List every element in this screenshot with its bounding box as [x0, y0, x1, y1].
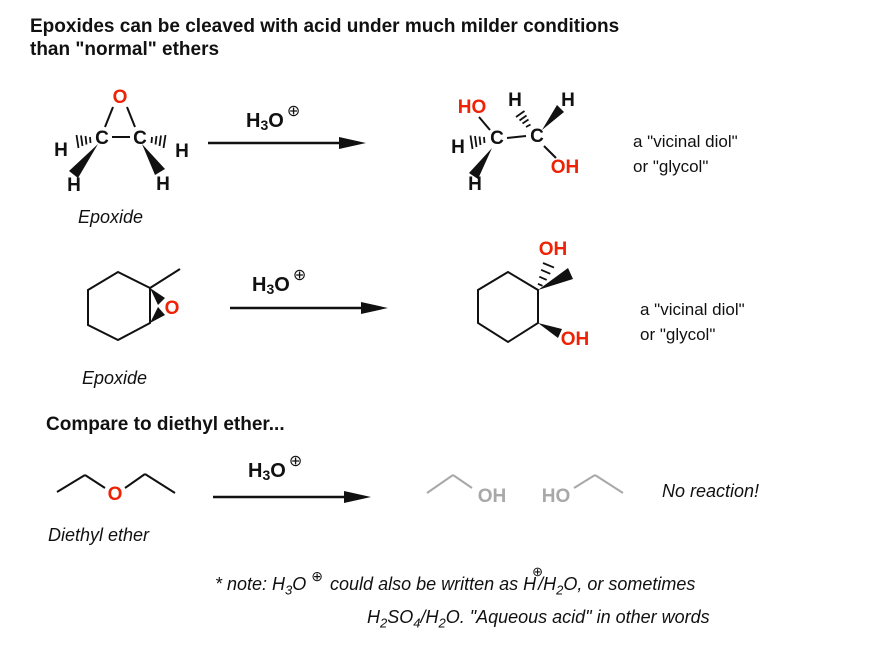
epoxide-2-structure: O	[87, 268, 181, 342]
note-sub-2: 2	[380, 615, 388, 631]
stacked-charge-wrap: ⊕	[532, 564, 543, 599]
note-end-2: O. "Aqueous acid" in other words	[445, 606, 710, 627]
product-caption-2: a "vicinal diol" or "glycol"	[640, 297, 745, 347]
atom-h: H	[451, 137, 465, 158]
note-sub-2: 2	[438, 615, 446, 631]
h3o-o: O	[270, 460, 286, 482]
h3o-h: H	[252, 274, 267, 296]
page-title: Epoxides can be cleaved with acid under …	[30, 15, 619, 61]
atom-h: H	[561, 90, 575, 111]
note-sub-3: 3	[285, 582, 293, 598]
diethyl-ether-structure: O	[56, 473, 176, 505]
atom-c: C	[490, 128, 504, 149]
compare-heading: Compare to diethyl ether...	[46, 414, 285, 435]
h3o-o: O	[268, 110, 284, 132]
h3o-subscript: 3	[266, 281, 275, 297]
h3o-subscript: 3	[262, 467, 271, 483]
note-so: SO	[387, 606, 414, 627]
ether-bonds	[56, 473, 176, 494]
reaction-arrow-1	[208, 137, 366, 149]
epoxide-2-bonds	[87, 268, 181, 342]
atom-ho: HO	[542, 486, 571, 507]
title-line-2: than "normal" ethers	[30, 39, 220, 60]
ethanol-a-bonds	[426, 474, 473, 494]
atom-h: H	[468, 174, 482, 195]
caption-line-1: a "vicinal diol"	[633, 132, 738, 151]
note-sub-4: 4	[413, 615, 421, 631]
product-caption-1: a "vicinal diol" or "glycol"	[633, 129, 738, 179]
note-o: O	[292, 574, 307, 594]
atom-c: C	[530, 126, 544, 147]
note-prefix: * note: H	[215, 574, 286, 594]
plus-charge-icon: ⊕	[288, 453, 303, 470]
plus-charge-icon: ⊕	[286, 103, 301, 120]
epoxide-2-label: Epoxide	[82, 368, 148, 388]
reagent-h3o-1: H3O⊕	[246, 103, 300, 135]
footnote-line-1: * note: H3O⊕could also be written as H⊕/…	[215, 564, 710, 604]
atom-oh: OH	[551, 157, 580, 178]
plus-charge-icon: ⊕	[292, 267, 307, 284]
reagent-h3o-2: H3O⊕	[252, 267, 306, 299]
atom-o: O	[165, 298, 180, 319]
reaction-arrow-3	[213, 491, 371, 503]
atom-h: H	[54, 140, 68, 161]
atom-h: H	[175, 141, 189, 162]
footnote-line-2: H2SO4/H2O. "Aqueous acid" in other words	[367, 604, 710, 637]
note-slash-h: /H	[538, 574, 557, 594]
caption-line-1: a "vicinal diol"	[640, 300, 745, 319]
atom-ho: HO	[458, 97, 487, 118]
atom-c: C	[95, 128, 109, 149]
epoxide-1-structure: O C C H H H H	[54, 87, 189, 196]
atom-o: O	[108, 484, 123, 505]
vicinal-diol-1-structure: HO H H C C H H OH	[451, 90, 580, 195]
note-h: H	[367, 606, 380, 627]
vicinal-diol-2-structure: OH OH	[477, 239, 590, 350]
atom-o: O	[113, 87, 128, 108]
h3o-o: O	[274, 274, 290, 296]
caption-line-2: or "glycol"	[633, 157, 709, 176]
atom-oh: OH	[478, 486, 507, 507]
atom-c: C	[133, 128, 147, 149]
reagent-h3o-3: H3O⊕	[248, 453, 302, 485]
atom-oh: OH	[561, 329, 590, 350]
atom-h: H	[508, 90, 522, 111]
atom-h: H	[67, 175, 81, 196]
epoxide-1-bonds	[69, 106, 167, 178]
no-reaction-text: No reaction!	[662, 481, 760, 501]
footnote: * note: H3O⊕could also be written as H⊕/…	[215, 564, 710, 637]
note-end: O, or sometimes	[563, 574, 696, 594]
ethanol-products-structure: OH HO	[426, 474, 624, 507]
diol-1-bonds	[469, 105, 564, 179]
diethyl-ether-label: Diethyl ether	[48, 525, 150, 545]
diol-2-bonds	[477, 262, 573, 344]
h3o-subscript: 3	[260, 117, 269, 133]
note-mid: could also be written as H	[330, 574, 537, 594]
plus-charge-icon: ⊕	[532, 564, 544, 579]
atom-h: H	[156, 174, 170, 195]
ethanol-b-bonds	[573, 474, 624, 494]
h3o-h: H	[246, 110, 261, 132]
h3o-h: H	[248, 460, 263, 482]
plus-charge-icon: ⊕	[311, 568, 324, 584]
atom-oh: OH	[539, 239, 568, 260]
epoxide-1-label: Epoxide	[78, 207, 144, 227]
reaction-arrow-2	[230, 302, 388, 314]
title-line-1: Epoxides can be cleaved with acid under …	[30, 16, 620, 37]
note-sub-2: 2	[556, 582, 564, 598]
note-slash-h: /H	[420, 606, 439, 627]
caption-line-2: or "glycol"	[640, 325, 716, 344]
